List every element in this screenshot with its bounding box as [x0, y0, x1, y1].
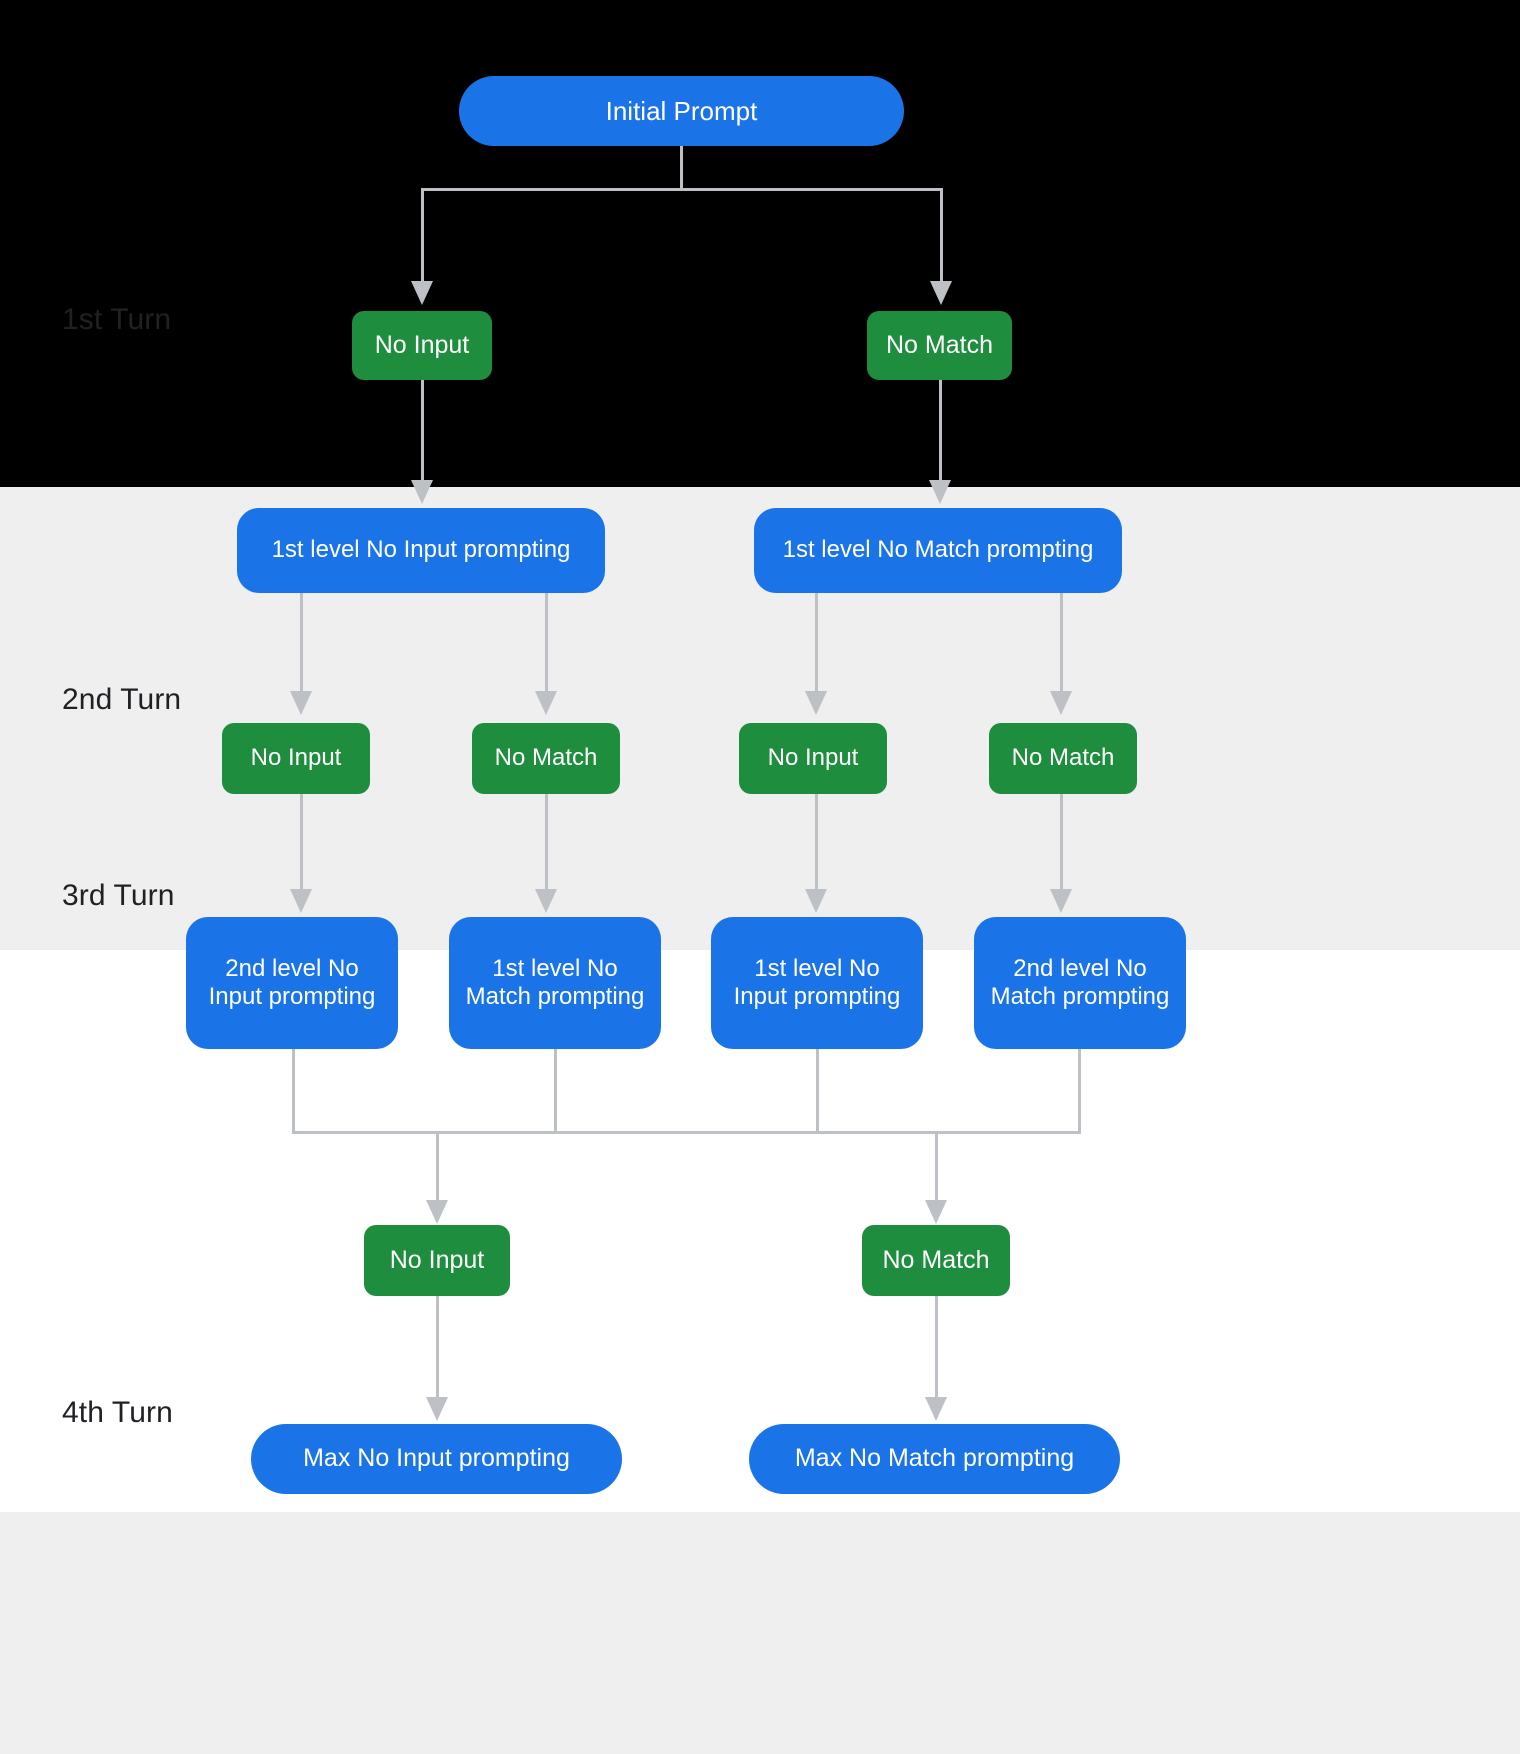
- connector-t2nomatchA-to-t3prompt2: [545, 793, 548, 891]
- node-turn2-no-match-a[interactable]: No Match: [472, 723, 620, 794]
- connector-root-to-nomatch: [940, 188, 943, 284]
- connector-merge-to-nomatch: [935, 1131, 938, 1205]
- connector-t3prompt1-stem: [292, 1048, 295, 1134]
- arrowhead-t2promptB-to-nomatch: [1050, 691, 1072, 715]
- connector-t2nomatchB-to-t3prompt4: [1060, 793, 1063, 891]
- connector-t2promptA-to-noinput: [300, 592, 303, 693]
- connector-t3nomatch-to-max: [935, 1295, 938, 1400]
- connector-root-stem: [680, 145, 683, 190]
- turn-label-2nd: 2nd Turn: [62, 683, 182, 716]
- connector-t2promptB-to-nomatch: [1060, 592, 1063, 693]
- node-turn3-prompt-2nd-no-input[interactable]: 2nd level No Input prompting: [186, 917, 398, 1049]
- arrowhead-root-to-nomatch: [930, 281, 952, 305]
- connector-t3prompt3-stem: [816, 1048, 819, 1134]
- node-turn1-no-input[interactable]: No Input: [352, 311, 492, 380]
- node-turn2-no-input-b[interactable]: No Input: [739, 723, 887, 794]
- node-turn4-max-no-input[interactable]: Max No Input prompting: [251, 1424, 622, 1494]
- connector-t3noinput-to-max: [436, 1295, 439, 1400]
- arrowhead-t2promptA-to-nomatch: [535, 691, 557, 715]
- connector-root-bus: [421, 188, 943, 191]
- arrowhead-merge-to-nomatch: [925, 1200, 947, 1224]
- connector-t3prompt2-stem: [554, 1048, 557, 1134]
- connector-t1nomatch-to-prompt: [939, 379, 942, 483]
- turn-label-1st: 1st Turn: [62, 303, 172, 336]
- arrowhead-t2promptA-to-noinput: [290, 691, 312, 715]
- turn-band-4: [0, 1512, 1520, 1754]
- arrowhead-t2noinputA-to-t3prompt1: [290, 889, 312, 913]
- node-turn3-prompt-1st-no-input[interactable]: 1st level No Input prompting: [711, 917, 923, 1049]
- connector-t3prompt4-stem: [1078, 1048, 1081, 1134]
- arrowhead-t3nomatch-to-max: [925, 1397, 947, 1421]
- node-turn3-prompt-1st-no-match[interactable]: 1st level No Match prompting: [449, 917, 661, 1049]
- connector-root-to-noinput: [421, 188, 424, 284]
- node-turn3-no-match[interactable]: No Match: [862, 1225, 1010, 1296]
- node-turn2-no-input-a[interactable]: No Input: [222, 723, 370, 794]
- arrowhead-t2noinputB-to-t3prompt3: [805, 889, 827, 913]
- node-turn2-no-match-b[interactable]: No Match: [989, 723, 1137, 794]
- arrowhead-t2promptB-to-noinput: [805, 691, 827, 715]
- connector-t2noinputB-to-t3prompt3: [815, 793, 818, 891]
- node-initial-prompt[interactable]: Initial Prompt: [459, 76, 904, 146]
- connector-t2promptB-to-noinput: [815, 592, 818, 693]
- arrowhead-t1noinput-to-prompt: [411, 480, 433, 504]
- node-turn3-prompt-2nd-no-match[interactable]: 2nd level No Match prompting: [974, 917, 1186, 1049]
- connector-t3-merge-bus: [292, 1131, 1081, 1134]
- node-turn2-prompt-no-match[interactable]: 1st level No Match prompting: [754, 508, 1122, 593]
- connector-t1noinput-to-prompt: [421, 379, 424, 483]
- arrowhead-t3noinput-to-max: [426, 1397, 448, 1421]
- turn-label-3rd: 3rd Turn: [62, 879, 175, 912]
- node-turn3-no-input[interactable]: No Input: [364, 1225, 510, 1296]
- arrowhead-t2nomatchB-to-t3prompt4: [1050, 889, 1072, 913]
- turn-label-4th: 4th Turn: [62, 1396, 173, 1429]
- node-turn2-prompt-no-input[interactable]: 1st level No Input prompting: [237, 508, 605, 593]
- connector-t2noinputA-to-t3prompt1: [300, 793, 303, 891]
- arrowhead-merge-to-noinput: [426, 1200, 448, 1224]
- arrowhead-t2nomatchA-to-t3prompt2: [535, 889, 557, 913]
- node-turn4-max-no-match[interactable]: Max No Match prompting: [749, 1424, 1120, 1494]
- arrowhead-t1nomatch-to-prompt: [929, 480, 951, 504]
- turn-band-1: [0, 0, 1520, 487]
- node-turn1-no-match[interactable]: No Match: [867, 311, 1012, 380]
- connector-merge-to-noinput: [436, 1131, 439, 1205]
- connector-t2promptA-to-nomatch: [545, 592, 548, 693]
- arrowhead-root-to-noinput: [411, 281, 433, 305]
